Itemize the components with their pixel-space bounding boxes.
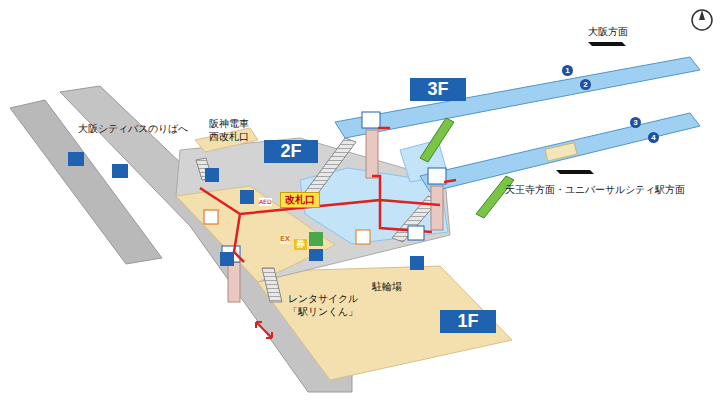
gate-name: 阪神電車 西改札口 bbox=[209, 118, 255, 143]
ticket-label: 券 bbox=[294, 239, 307, 250]
wheelchair-icon bbox=[410, 256, 424, 270]
elevator bbox=[228, 262, 240, 302]
green-window-icon bbox=[309, 232, 323, 246]
escalator bbox=[420, 118, 454, 162]
platform-room bbox=[545, 143, 577, 161]
platform-lower bbox=[420, 113, 700, 192]
route-line bbox=[200, 176, 440, 262]
direction-label: 大阪方面 bbox=[588, 26, 628, 39]
double-arrow bbox=[256, 322, 272, 338]
platform-number-text: 2 bbox=[583, 80, 587, 89]
parking-label: 駐輪場 bbox=[372, 281, 402, 294]
escalator bbox=[476, 176, 514, 218]
floor-label: 3F bbox=[410, 78, 466, 101]
hours-icon bbox=[309, 249, 323, 261]
platform-number: 2 bbox=[580, 79, 591, 90]
compass-needle bbox=[699, 10, 705, 20]
direction-bar bbox=[556, 170, 594, 174]
platform-number-text: 1 bbox=[565, 66, 569, 75]
route-line bbox=[378, 127, 390, 130]
floor-label-text: 3F bbox=[427, 79, 448, 100]
taxi-icon bbox=[112, 164, 128, 178]
shop-icon bbox=[356, 230, 370, 244]
ground-floor bbox=[250, 266, 512, 380]
convenience-store-icon bbox=[204, 210, 218, 224]
ex-label: EX bbox=[280, 235, 290, 244]
floor-label-text: 1F bbox=[457, 311, 478, 332]
platform-number: 1 bbox=[562, 65, 573, 76]
stairs bbox=[262, 268, 282, 302]
compass bbox=[692, 10, 712, 30]
platform-number: 4 bbox=[648, 132, 659, 143]
floor-label: 2F bbox=[264, 140, 318, 163]
elevator bbox=[431, 186, 443, 230]
stairs-icon bbox=[205, 168, 219, 182]
shop-floor bbox=[176, 186, 335, 282]
rental-cycle-label: レンタサイクル 「駅リンくん」 bbox=[288, 293, 364, 318]
floor-label: 1F bbox=[440, 310, 496, 333]
platform-number-text: 4 bbox=[651, 133, 655, 142]
elevator-icon bbox=[362, 112, 380, 128]
ticket-gate: 改札口 bbox=[280, 192, 320, 208]
bus-direction: 大阪シティバスのりばへ bbox=[78, 123, 188, 136]
ticket-gate-text: 改札口 bbox=[285, 193, 315, 207]
ticket-machine-icon bbox=[240, 190, 254, 204]
concourse-floor bbox=[176, 138, 450, 282]
toilet-icon bbox=[408, 226, 424, 240]
platform-number-text: 3 bbox=[633, 118, 637, 127]
elevator bbox=[366, 130, 378, 178]
platform-number: 3 bbox=[630, 117, 641, 128]
aed-label: AED bbox=[259, 198, 272, 206]
bus-icon bbox=[68, 152, 84, 166]
direction-label: 天王寺方面・ユニバーサルシティ駅方面 bbox=[505, 184, 685, 197]
stairs-icon bbox=[220, 252, 234, 266]
route-line bbox=[444, 180, 456, 182]
floor-label-text: 2F bbox=[280, 141, 301, 162]
elevator-icon bbox=[428, 168, 446, 184]
direction-bar bbox=[588, 42, 626, 46]
